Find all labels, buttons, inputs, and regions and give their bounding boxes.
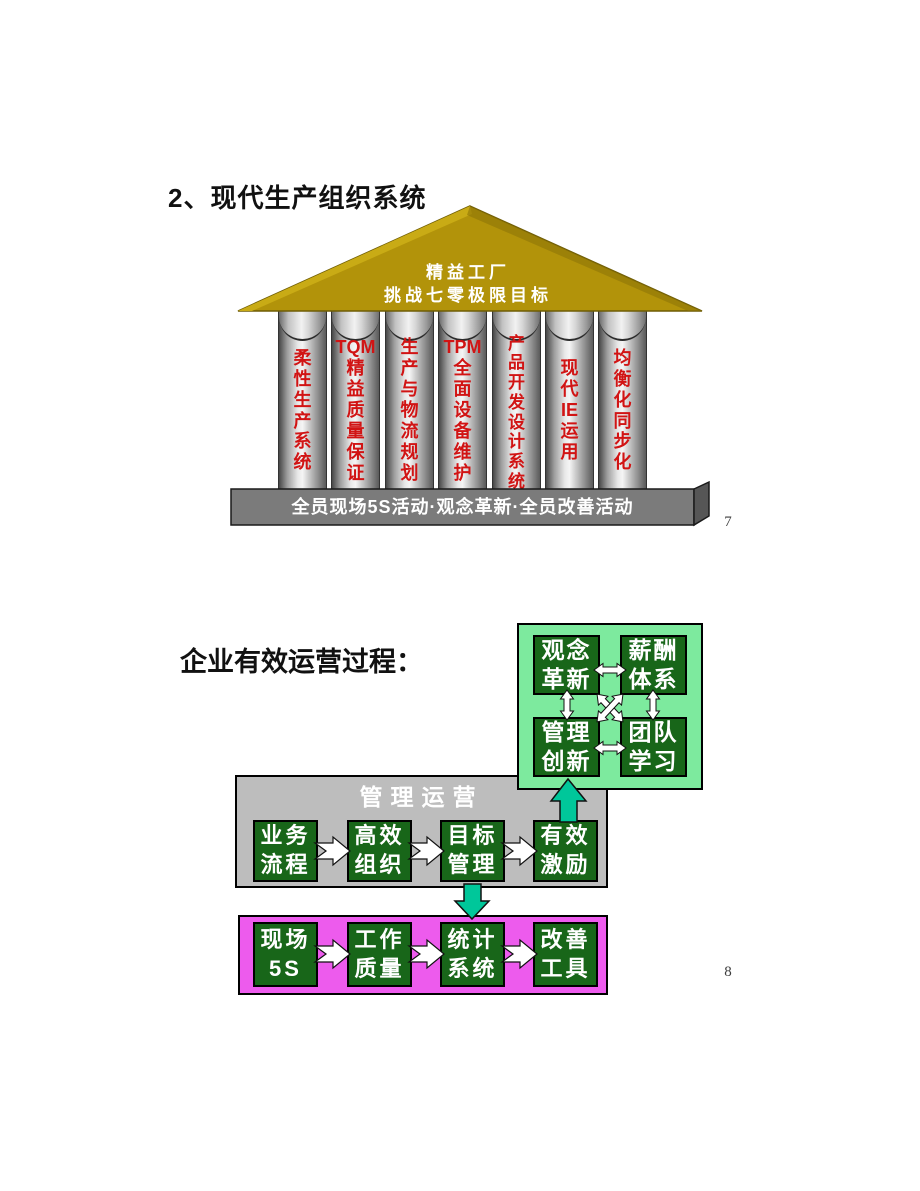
pillar-label: 生 产 与 物 流 规 划 xyxy=(400,337,419,483)
box-statistics-sys: 统计 系统 xyxy=(440,922,505,987)
shopfloor-box: 现场 5S 工作 质量 统计 系统 改善 工具 xyxy=(238,915,608,995)
roof-caption: 精益工厂 挑战七零极限目标 xyxy=(384,263,552,305)
base-slab-side xyxy=(693,480,710,527)
box-effective-incentive: 有效 激励 xyxy=(533,820,598,882)
pillar-label: 现 代 IE 运 用 xyxy=(560,358,579,462)
pillar-label: TPM 全 面 设 备 维 护 xyxy=(443,337,482,483)
management-operations-box: 管理运营 业务 流程 高效 组织 目标 管理 有效 激励 xyxy=(235,775,608,888)
innovation-matrix-panel: 观念 革新 薪酬 体系 管理 创新 团队 学习 xyxy=(517,623,703,790)
box-5s-site: 现场 5S xyxy=(253,922,318,987)
box-compensation-system: 薪酬 体系 xyxy=(620,635,687,695)
page-number-8: 8 xyxy=(724,964,732,980)
box-management-innovation: 管理 创新 xyxy=(533,717,600,777)
slide2-title: 企业有效运营过程： xyxy=(180,647,423,677)
pillar-label: 产 品 开 发 设 计 系 统 xyxy=(508,333,525,491)
box-efficient-org: 高效 组织 xyxy=(347,820,412,882)
box-business-process: 业务 流程 xyxy=(253,820,318,882)
pillar-cap xyxy=(599,311,646,341)
box-work-quality: 工作 质量 xyxy=(347,922,412,987)
box-concept-innovation: 观念 革新 xyxy=(533,635,600,695)
down-arrow-icon xyxy=(453,883,491,921)
pillar-leveling-sync: 均 衡 化 同 步 化 xyxy=(598,311,647,490)
base-caption: 全员现场5S活动·观念革新·全员改善活动 xyxy=(291,497,634,517)
pillar-logistics: 生 产 与 物 流 规 划 xyxy=(385,311,434,490)
pillar-cap xyxy=(546,311,593,341)
pillar-tpm: TPM 全 面 设 备 维 护 xyxy=(438,311,487,490)
pillar-tqm: TQM 精 益 质 量 保 证 xyxy=(331,311,380,490)
pillar-label: 均 衡 化 同 步 化 xyxy=(613,347,632,473)
pillar-label: 柔 性 生 产 系 统 xyxy=(293,347,312,473)
pillar-cap xyxy=(279,311,326,341)
pillar-product-design: 产 品 开 发 设 计 系 统 xyxy=(492,311,541,491)
pillar-modern-ie: 现 代 IE 运 用 xyxy=(545,311,594,490)
box-team-learning: 团队 学习 xyxy=(620,717,687,777)
pillar-flexible-production: 柔 性 生 产 系 统 xyxy=(278,311,327,490)
slide1-title: 2、现代生产组织系统 xyxy=(168,183,427,213)
pillar-label: TQM 精 益 质 量 保 证 xyxy=(335,337,376,483)
management-operations-title: 管理运营 xyxy=(359,784,484,810)
box-goal-management: 目标 管理 xyxy=(440,820,505,882)
page-number-7: 7 xyxy=(724,514,732,530)
box-improvement-tools: 改善 工具 xyxy=(533,922,598,987)
